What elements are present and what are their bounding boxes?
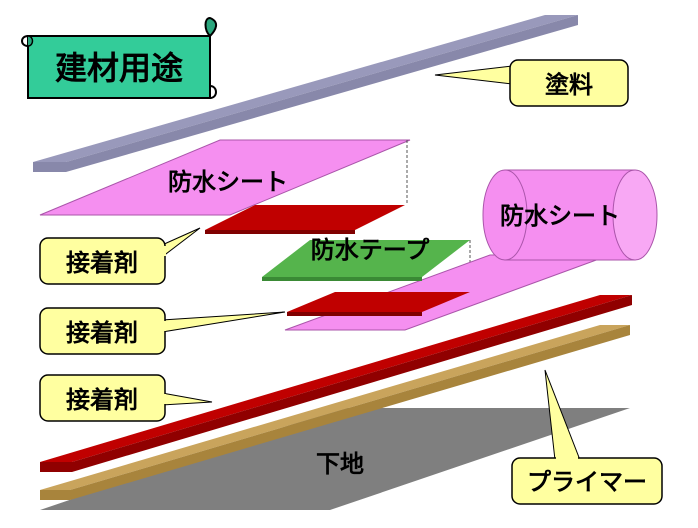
adhesive-label-1: 接着剤	[66, 249, 138, 277]
adhesive-layer-2	[287, 292, 470, 316]
substrate-layer: 下地	[40, 408, 630, 510]
callout-adhesive-1: 接着剤	[39, 227, 201, 285]
paint-label: 塗料	[545, 71, 593, 99]
adhesive-layer-3	[40, 295, 632, 472]
adhesive-label-3: 接着剤	[66, 386, 138, 414]
paint-layer	[33, 15, 578, 172]
callout-primer: プライマー	[511, 369, 663, 505]
primer-layer	[40, 325, 630, 500]
sheet-roll-label: 防水シート	[500, 202, 620, 230]
adhesive-label-2: 接着剤	[66, 319, 138, 347]
substrate-label: 下地	[316, 450, 364, 478]
callout-adhesive-2: 接着剤	[39, 307, 286, 355]
callout-adhesive-3: 接着剤	[39, 374, 213, 422]
primer-label: プライマー	[527, 468, 647, 496]
tape-label: 防水テープ	[311, 236, 431, 264]
sheet-label: 防水シート	[168, 168, 288, 196]
callout-paint: 塗料	[434, 59, 629, 107]
waterproof-sheet: 防水シート	[39, 139, 411, 216]
title-banner: 建材用途	[21, 16, 217, 99]
title-text: 建材用途	[55, 49, 183, 87]
adhesive-layer-1	[205, 205, 405, 234]
waterproof-tape: 防水テープ	[262, 236, 470, 281]
